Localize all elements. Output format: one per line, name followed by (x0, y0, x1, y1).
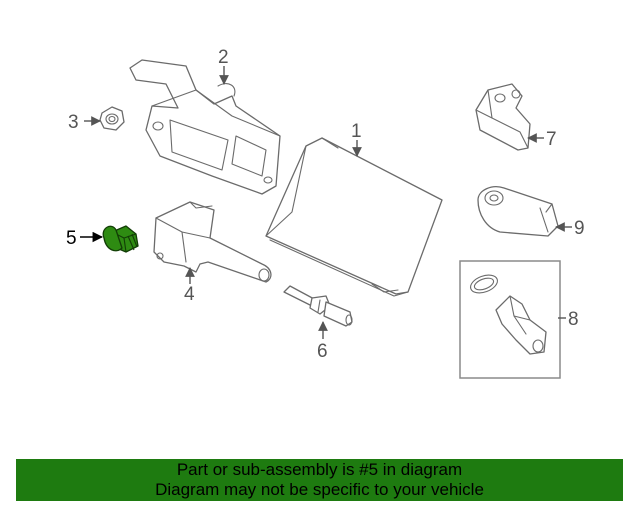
callout-7: 7 (546, 129, 557, 150)
banner-line-part-info: Part or sub-assembly is #5 in diagram (176, 460, 463, 479)
callout-8: 8 (568, 309, 579, 330)
part-1-control-module[interactable] (265, 137, 443, 297)
callout-5: 5 (66, 228, 77, 249)
banner-line-disclaimer: Diagram may not be specific to your vehi… (155, 480, 484, 499)
part-3-nut[interactable] (99, 106, 125, 131)
part-9-knock-sensor[interactable] (477, 186, 559, 237)
callout-4: 4 (184, 284, 195, 305)
callout-6: 6 (317, 341, 328, 362)
part-4-ignition-coil[interactable] (153, 201, 272, 283)
part-8-box[interactable] (459, 260, 561, 379)
callout-2: 2 (218, 47, 229, 68)
callout-1: 1 (351, 121, 362, 142)
part-2-bracket[interactable] (129, 59, 281, 195)
leader-lines (80, 66, 572, 339)
callout-9: 9 (574, 218, 585, 239)
parts-diagram: 1 2 3 4 5 6 7 8 9 (66, 47, 585, 379)
part-6-sensor[interactable] (283, 285, 353, 327)
callout-3: 3 (68, 112, 79, 133)
info-banner: Part or sub-assembly is #5 in diagram Di… (16, 459, 623, 501)
part-5-bolt[interactable] (102, 225, 139, 253)
part-7-sensor[interactable] (475, 83, 531, 151)
